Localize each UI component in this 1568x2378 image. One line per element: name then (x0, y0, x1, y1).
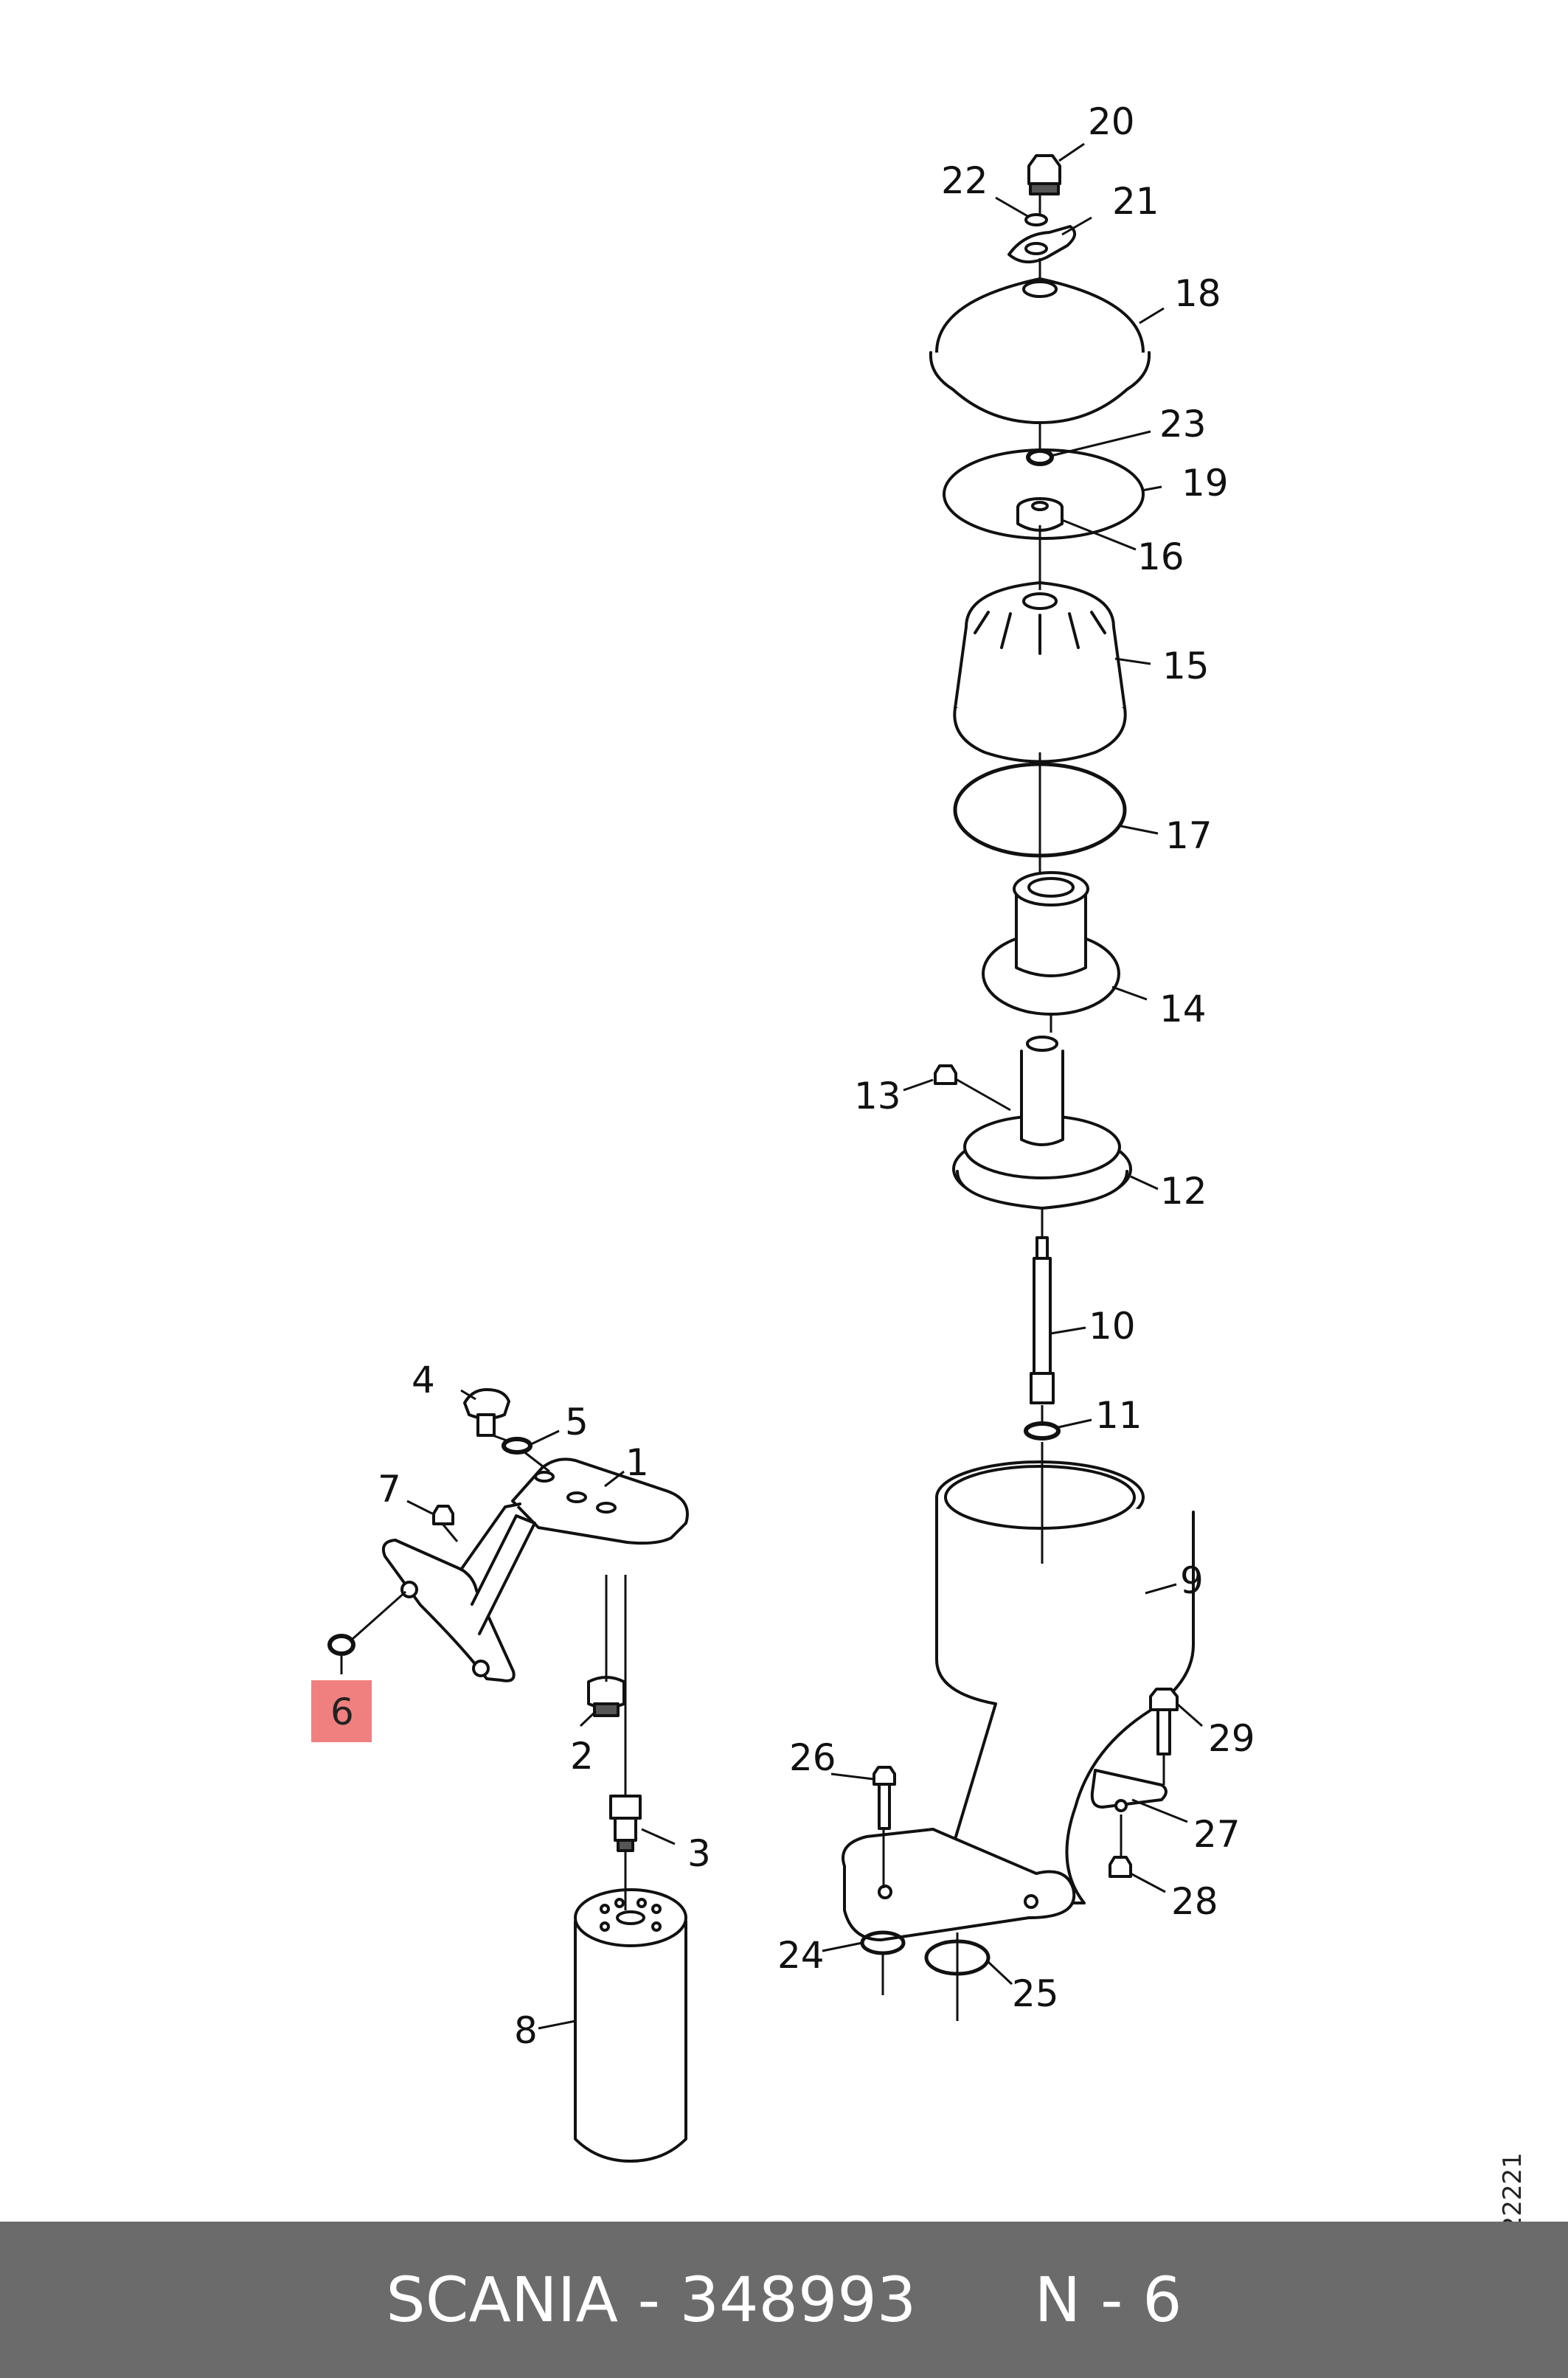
part-1-filter-head (511, 1457, 689, 1545)
label-28: 28 (1171, 1880, 1218, 1923)
label-13: 13 (854, 1075, 901, 1117)
part-10-spindle (1030, 1236, 1055, 1404)
part-number: 348993 (679, 2264, 917, 2336)
label-7: 7 (378, 1468, 401, 1511)
label-29: 29 (1208, 1717, 1255, 1760)
label-6: 6 (330, 1691, 354, 1733)
label-19: 19 (1182, 462, 1229, 505)
label-5: 5 (565, 1401, 589, 1443)
highlight-box (311, 1680, 372, 1742)
part-20-nut (1027, 154, 1061, 195)
separator: - (617, 2264, 680, 2336)
footer-bar: SCANIA - 348993 N - 6 (0, 2222, 1568, 2378)
separator: - (1080, 2264, 1143, 2336)
part-27-bracket (1090, 1769, 1168, 1812)
part-11-washer (1024, 1421, 1061, 1441)
label-10: 10 (1089, 1305, 1136, 1348)
footer-caption: SCANIA - 348993 N - 6 (0, 2222, 1568, 2378)
label-15: 15 (1162, 645, 1210, 687)
label-1: 1 (625, 1441, 649, 1484)
label-17: 17 (1165, 814, 1213, 857)
part-21-lock-plate (1007, 225, 1076, 263)
part-28-bolt (1109, 1856, 1132, 1878)
label-11: 11 (1095, 1394, 1142, 1437)
brand-name: SCANIA (386, 2264, 618, 2336)
part-3-nipple (609, 1795, 642, 1852)
label-22: 22 (941, 159, 988, 202)
part-18-cover (929, 277, 1151, 424)
part-8-filter (574, 1888, 687, 2163)
label-27: 27 (1193, 1813, 1241, 1856)
part-22-washer (1024, 213, 1048, 226)
label-2: 2 (570, 1735, 594, 1778)
part-13-screw (934, 1064, 957, 1085)
label-16: 16 (1137, 535, 1184, 578)
part-2-plug (587, 1676, 625, 1717)
label-8: 8 (514, 2009, 538, 2052)
part-26-bolt (873, 1766, 896, 1830)
part-4-bolt (463, 1388, 510, 1437)
label-9: 9 (1180, 1559, 1204, 1602)
part-5-washer (502, 1437, 533, 1455)
position-number: 6 (1142, 2264, 1182, 2336)
label-12: 12 (1160, 1170, 1207, 1213)
label-14: 14 (1159, 988, 1207, 1030)
exploded-parts-diagram: 20 22 21 18 23 19 16 15 17 14 13 12 10 1… (311, 100, 1255, 2163)
label-25: 25 (1012, 1972, 1059, 2015)
part-bracket-arm (381, 1502, 536, 1682)
spacer (916, 2264, 1034, 2336)
part-7-bolt (432, 1505, 454, 1525)
label-23: 23 (1159, 403, 1207, 446)
center-lines (352, 193, 1165, 2021)
part-12-rotor-base (952, 1036, 1132, 1210)
label-20: 20 (1088, 100, 1135, 143)
part-9-centrifuge-housing (891, 1460, 1195, 1904)
label-21: 21 (1112, 180, 1159, 223)
label-3: 3 (687, 1832, 711, 1875)
label-24: 24 (777, 1934, 825, 1977)
part-29-bolt (1149, 1688, 1179, 1755)
part-16-nut (1016, 497, 1064, 532)
part-14-rotor-body (982, 871, 1120, 1016)
part-15-rotor-cover (953, 581, 1127, 763)
label-4: 4 (412, 1359, 435, 1401)
leader-lines (340, 142, 1203, 2030)
part-labels: 20 22 21 18 23 19 16 15 17 14 13 12 10 1… (330, 100, 1255, 2052)
label-26: 26 (789, 1736, 836, 1779)
position-letter: N (1034, 2264, 1081, 2336)
part-23-ring (1026, 448, 1054, 466)
label-18: 18 (1174, 272, 1221, 315)
part-6-o-ring (327, 1634, 355, 1656)
